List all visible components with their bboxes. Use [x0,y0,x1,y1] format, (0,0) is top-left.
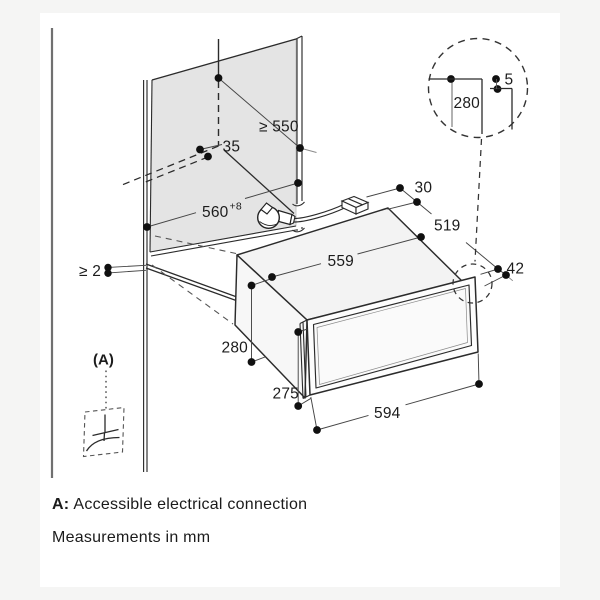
dimension-labels: ≥ 550 35 560 +8 ≥ 2 30 519 42 559 280 27… [79,72,524,423]
projection-dashed-upper [154,235,237,255]
plug-cap [289,213,296,226]
socket-leader-line [223,149,295,214]
dim-line-depth-chain [399,187,507,276]
niche-right-edge [295,35,303,231]
dim-side-clearance-label: ≥ 2 [79,263,101,280]
dim-appliance-height-label: 275 [273,386,299,403]
cable-connector-icon [340,195,370,215]
detail-gap-label: 5 [505,72,514,89]
dim-rear-clearance-label: 30 [415,180,433,197]
front-panel-frame [312,284,473,389]
dim-line-appliance-width [271,236,422,278]
power-cable [290,195,370,223]
dim-niche-height-label: 280 [222,340,249,357]
connection-point-label: (A) [93,352,114,369]
dim-line-front-width [310,353,480,431]
footnote-key: A: [52,496,70,513]
detail-circle [427,37,529,139]
dim-front-protrusion-label: 42 [507,261,525,278]
dim-niche-width-label: 560 [202,204,229,221]
connection-point: (A) [82,352,125,458]
niche-left-edge [149,79,153,253]
warming-drawer [234,207,479,399]
dim-appliance-width-label: 559 [328,253,354,270]
electrical-connection-symbol-icon [85,414,120,452]
dim-niche-width-tolerance-label: +8 [230,201,242,213]
dim-front-panel-width-label: 594 [374,405,401,422]
dim-counter-depth-label: ≥ 550 [259,119,299,136]
dimension-lines [110,77,514,431]
detail-leader-dashed [474,138,483,262]
footnote-text: Accessible electrical connection [73,496,308,513]
plug-handle [260,202,274,215]
dim-line-niche-width [146,182,299,228]
dim-line-counter-depth [218,77,301,149]
detail-source-circle [452,263,493,304]
detail-view [427,37,529,304]
plug-face-line [259,221,278,226]
dim-socket-offset-label: 35 [223,139,241,156]
detail-height-label: 280 [454,95,481,112]
cable-break-marks [292,201,305,233]
niche-base-edge [149,225,297,257]
connection-dashed-box [82,406,125,458]
cabinet-side-panel [143,80,148,472]
dim-appliance-depth-label: 519 [434,218,460,235]
detail-extension-lines [451,79,497,127]
dim-ticks-depth-chain [366,187,507,287]
footnote-electrical-connection: A:Accessible electrical connection [52,496,307,514]
projection-dashed-lower [151,264,234,325]
dimension-points [104,74,510,434]
detail-step-profile [428,78,513,134]
niche-top-edge [151,38,297,81]
front-panel-inner-line [316,288,468,385]
front-panel-side-strip [299,319,311,399]
power-plug-icon [257,202,296,229]
cabinet-niche [50,28,307,478]
units-note: Measurements in mm [52,529,211,546]
dim-line-side-clearance [110,264,147,274]
